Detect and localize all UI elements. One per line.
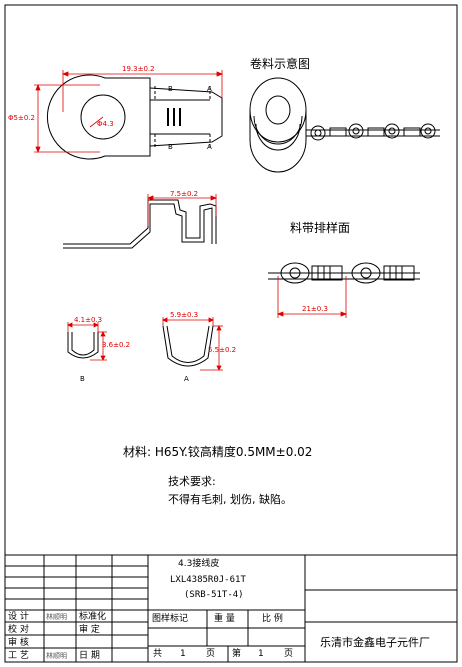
row-date: 日 期 <box>79 651 100 661</box>
total-label: 共 <box>153 649 163 659</box>
col-weight: 重 量 <box>214 614 235 624</box>
title-block-grid <box>5 554 457 662</box>
dimension-lines-b <box>67 322 107 361</box>
total-num: 1 <box>180 649 186 659</box>
section-mark-b-bottom: B <box>168 143 173 151</box>
product-name: 4.3接线皮 <box>178 559 220 569</box>
row-design: 设 计 <box>8 612 29 622</box>
col-scale: 比 例 <box>262 614 283 624</box>
section-mark-a-bottom: A <box>207 143 212 151</box>
sig-process: 林顺明 <box>46 652 67 660</box>
section-mark-a-top: A <box>207 85 212 93</box>
company-name: 乐清市金鑫电子元件厂 <box>320 636 430 649</box>
col-mark: 图样标记 <box>152 614 189 624</box>
dim-b-width: 4.1±0.3 <box>74 316 103 324</box>
row-proof: 校 对 <box>8 625 29 635</box>
strip-layout <box>268 262 420 284</box>
row-approve: 审 定 <box>79 625 100 635</box>
section-a-view <box>162 325 214 367</box>
dim-b-height: 3.6±0.2 <box>102 341 131 349</box>
sheet-label: 第 <box>232 649 242 659</box>
dim-hole-dia: Φ4.3 <box>97 120 114 128</box>
dim-total-length: 19.3±0.2 <box>122 65 155 73</box>
dimension-lines-a <box>162 317 223 371</box>
dim-pitch: 21±0.3 <box>302 305 328 313</box>
dim-a-height: 5.5±0.2 <box>208 346 237 354</box>
sheet-num: 1 <box>258 649 264 659</box>
section-a-letter: A <box>184 375 189 383</box>
coil-title: 卷料示意图 <box>250 57 311 71</box>
dimension-lines-side <box>146 194 218 226</box>
terminal-top-view <box>46 74 223 160</box>
dim-a-width: 5.9±0.3 <box>170 311 199 319</box>
sheet-frame <box>4 4 458 663</box>
material-note: 材料: H65Y.铰高精度0.5MM±0.02 <box>123 445 313 459</box>
dim-side-length: 7.5±0.2 <box>170 190 199 198</box>
section-b-letter: B <box>80 375 85 383</box>
section-mark-b-top: B <box>168 85 173 93</box>
part-no: LXL4385R0J-61T <box>170 575 246 585</box>
sheet-page-label: 页 <box>284 649 294 659</box>
sig-design: 林顺明 <box>46 613 67 621</box>
coil-view <box>249 77 440 173</box>
tech-body: 不得有毛刺, 划伤, 缺陷。 <box>168 493 292 506</box>
strip-title: 料带排样面 <box>290 221 351 235</box>
dimension-lines-top <box>34 70 224 154</box>
coil-strip-terminals <box>310 123 436 141</box>
tech-title: 技术要求: <box>168 475 216 488</box>
total-page-label: 页 <box>206 649 216 659</box>
row-process: 工 艺 <box>8 651 29 661</box>
part-code: (SRB-51T-4) <box>184 590 244 600</box>
row-review: 审 核 <box>8 638 29 648</box>
dim-ring-width: Φ5±0.2 <box>8 114 35 122</box>
section-b-view <box>67 332 99 359</box>
row-std: 标准化 <box>79 612 107 622</box>
dimension-lines-strip <box>276 276 348 318</box>
terminal-side-view <box>63 199 217 249</box>
